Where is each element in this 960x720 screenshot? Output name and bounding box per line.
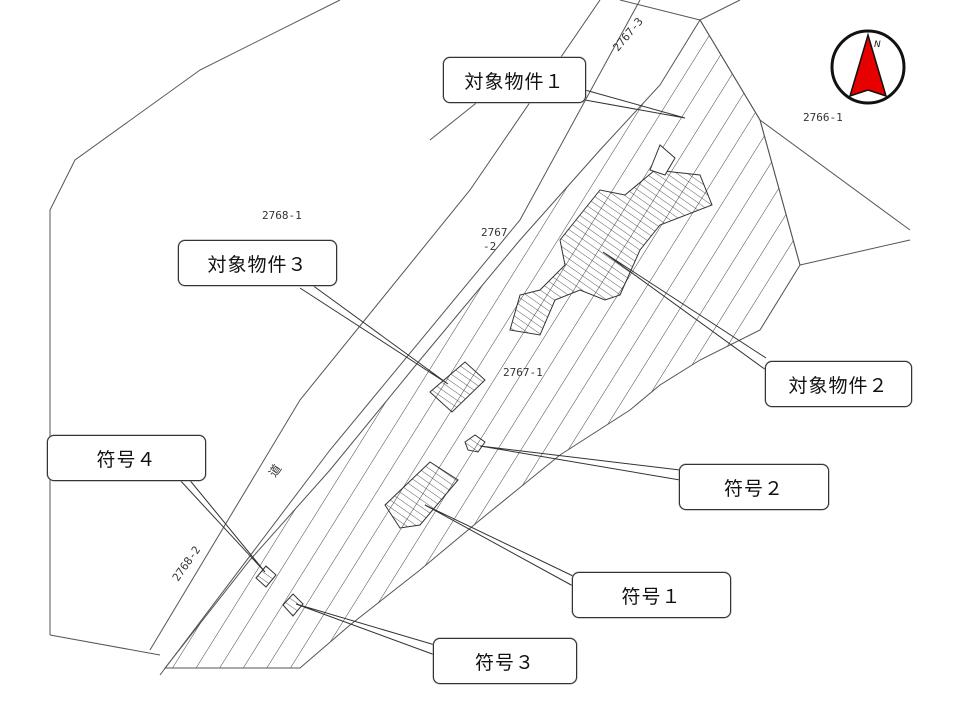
lot-label-2767-2-top: 2767 [481, 226, 508, 239]
building-mark-2 [464, 434, 486, 453]
lot-label-2766-1: 2766-1 [803, 111, 843, 124]
lot-label-2768-1: 2768-1 [262, 209, 302, 222]
lot-label-2767-1: 2767-1 [503, 366, 543, 379]
road-label: 道 [266, 462, 284, 480]
north-arrow-icon [848, 32, 888, 98]
lot-label-2768-2: 2768-2 [170, 544, 203, 584]
lot-label-2767-2-bottom: -2 [483, 240, 496, 253]
callout-mark-3: 符号３ [433, 638, 577, 684]
building-target-2 [509, 144, 713, 336]
callout-target-2: 対象物件２ [765, 361, 912, 407]
building-target-3 [429, 361, 486, 413]
callout-mark-2: 符号２ [679, 464, 829, 510]
hatched-parcel [163, 19, 801, 669]
callout-target-3: 対象物件３ [178, 240, 337, 286]
callout-mark-4: 符号４ [47, 435, 206, 481]
leader-lines [177, 89, 767, 656]
north-label: N [874, 40, 881, 50]
callout-mark-1: 符号１ [572, 572, 731, 618]
north-compass: N [830, 29, 906, 105]
callout-target-1: 対象物件１ [443, 57, 586, 103]
building-mark-3 [282, 593, 304, 617]
building-mark-1 [384, 461, 459, 529]
